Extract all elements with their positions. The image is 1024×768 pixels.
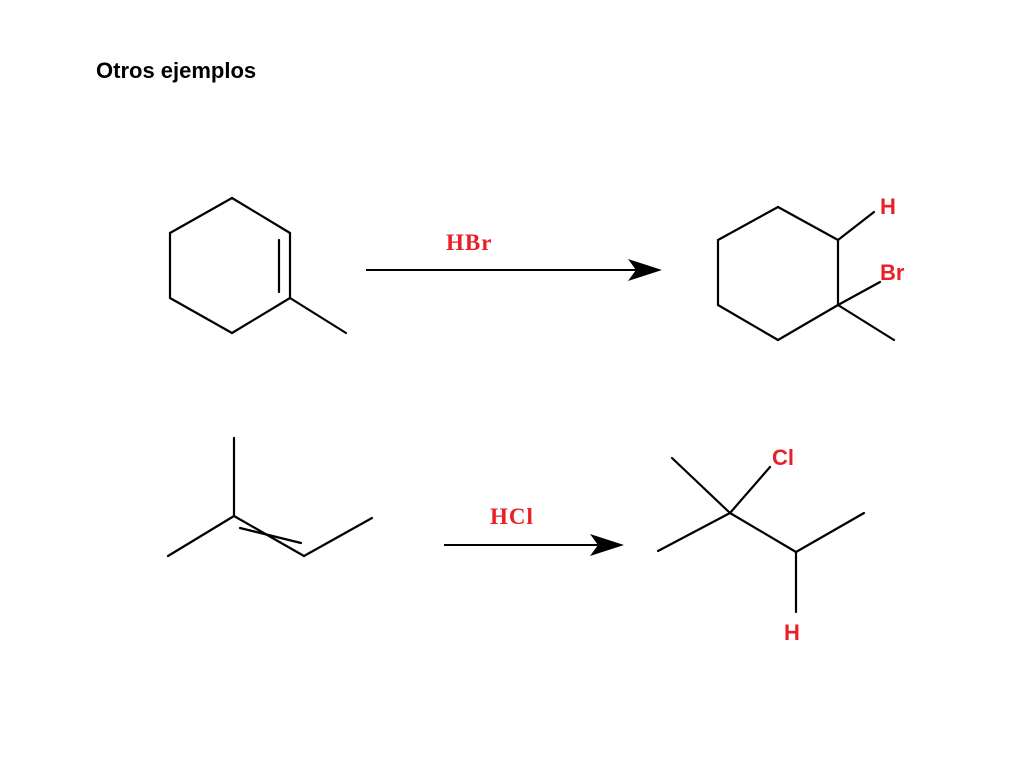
ring-bond [168,196,234,235]
atom-label-cl: Cl [772,445,794,470]
cl-bond [728,465,772,515]
reagent-label-hbr: HBr [446,230,492,255]
reactant-methylbutene [166,436,374,558]
reagent-label-hcl: HCl [490,504,534,529]
ring-bond [776,205,840,242]
br-bond [836,280,882,307]
double-bond-inner-line [238,526,303,545]
ring-bond [716,303,780,342]
ring-bond [776,303,840,342]
arrow-head-icon [628,259,662,281]
slide-title: Otros ejemplos [96,58,257,83]
ring-bond [230,296,292,335]
ring-bond [716,205,780,242]
methyl-bond [166,514,236,558]
reactant-methylcyclohexene [168,196,348,335]
product-bromo-methylcyclohexane: H Br [716,194,905,342]
atom-label-h: H [880,194,896,219]
methyl-bond [794,511,866,554]
reaction-arrow-2: HCl [444,504,624,556]
methyl-bond [670,456,732,515]
ethyl-bond [302,516,374,558]
ring-bond [168,296,234,335]
reaction-arrow-1: HBr [366,230,662,281]
atom-label-h: H [784,620,800,645]
carbon-bond [728,511,798,554]
methyl-bond [288,296,348,335]
h-bond [836,210,876,242]
atom-label-br: Br [880,260,905,285]
ring-bond [230,196,292,235]
methyl-bond [836,303,896,342]
methyl-bond [656,511,732,553]
product-chloro-methylbutane: Cl H [656,445,866,645]
arrow-head-icon [590,534,624,556]
